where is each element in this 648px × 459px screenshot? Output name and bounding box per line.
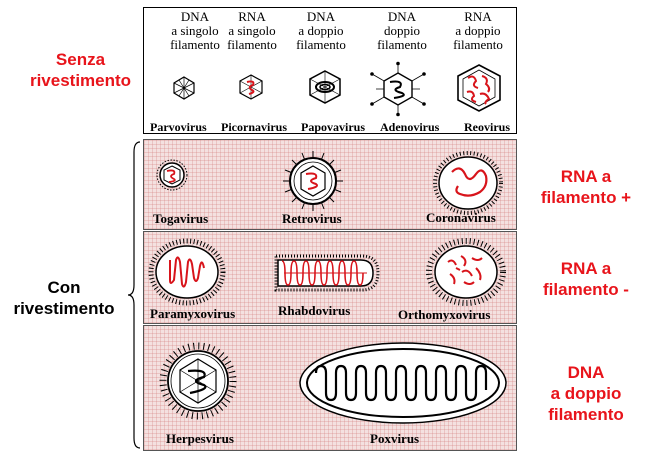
genome-type-3: DNA a doppio filamento xyxy=(296,9,346,52)
group-brace xyxy=(127,141,141,449)
virus-name-orthomyxovirus: Orthomyxovirus xyxy=(398,307,491,322)
virus-name-adenovirus: Adenovirus xyxy=(380,120,440,134)
virus-name-reovirus: Reovirus xyxy=(464,120,510,134)
togavirus-icon xyxy=(156,159,188,191)
virus-name-poxvirus: Poxvirus xyxy=(370,431,420,446)
papovavirus-icon xyxy=(309,70,341,104)
enveloped-group-label: Con rivestimento xyxy=(13,278,115,318)
genome-type-2: RNA a singolo filamento xyxy=(227,9,277,52)
naked-virus-panel xyxy=(143,7,517,134)
rhabdovirus-icon xyxy=(274,254,380,292)
orthomyxovirus-icon xyxy=(426,238,506,306)
genome-type-4: DNA doppio filamento xyxy=(377,9,427,52)
reovirus-icon xyxy=(457,64,501,112)
virus-name-retrovirus: Retrovirus xyxy=(282,211,342,226)
paramyxovirus-icon xyxy=(148,238,226,306)
virus-name-coronavirus: Coronavirus xyxy=(426,210,496,225)
virus-name-rhabdovirus: Rhabdovirus xyxy=(278,303,351,318)
picornavirus-icon xyxy=(239,74,263,100)
rna-positive-label: RNA a filamento + xyxy=(540,167,632,207)
virus-name-picornavirus: Picornavirus xyxy=(221,120,287,134)
parvovirus-icon xyxy=(173,76,195,100)
virus-name-paramyxovirus: Paramyxovirus xyxy=(150,306,236,321)
naked-group-label: Senza rivestimento xyxy=(29,50,132,90)
poxvirus-icon xyxy=(299,342,507,424)
coronavirus-icon xyxy=(433,151,503,215)
dsdna-label: DNA a doppio filamento xyxy=(548,363,624,424)
adenovirus-icon xyxy=(370,61,426,117)
genome-type-1: DNA a singolo filamento xyxy=(170,9,220,52)
genome-type-5: RNA a doppio filamento xyxy=(453,9,503,52)
virus-name-parvovirus: Parvovirus xyxy=(150,120,207,134)
virus-name-herpesvirus: Herpesvirus xyxy=(166,431,234,446)
virus-name-togavirus: Togavirus xyxy=(153,211,209,226)
rna-negative-label: RNA a filamento - xyxy=(543,259,629,299)
herpesvirus-icon xyxy=(159,342,237,420)
virus-name-papovavirus: Papovavirus xyxy=(301,120,366,134)
retrovirus-icon xyxy=(283,151,343,211)
